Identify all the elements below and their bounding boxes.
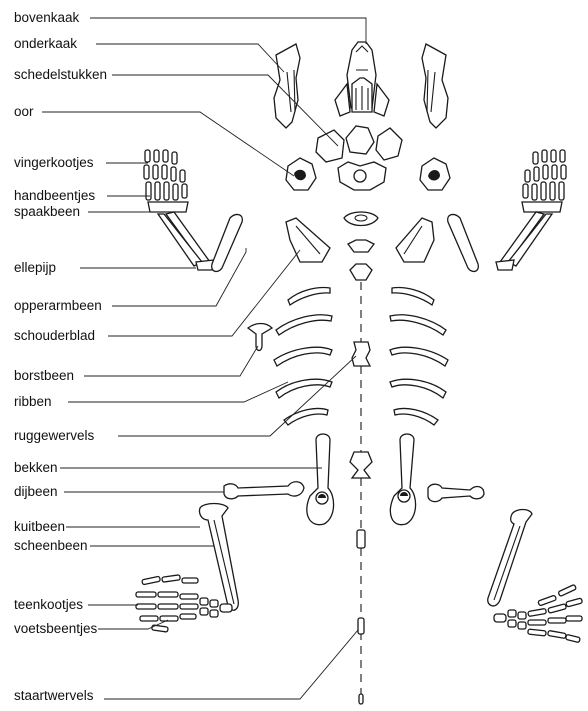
label-kuitbeen: kuitbeen [14,519,65,535]
label-staartwervels: staartwervels [14,688,94,704]
label-schouderblad: schouderblad [14,328,95,344]
lower-jaw-right [422,44,448,128]
label-handbeentjes: handbeentjes [14,188,95,204]
upper-jaw [335,42,389,116]
shin-right [488,510,532,606]
forearm-left [158,212,214,270]
label-scheenbeen: scheenbeen [14,538,88,554]
label-oor: oor [14,104,34,120]
femur-left [224,482,304,499]
label-ellepijp: ellepijp [14,260,56,276]
lower-jaw-left [274,44,300,128]
label-opperarmbeen: opperarmbeen [14,298,102,314]
label-bekken: bekken [14,460,58,476]
forearm-right [496,212,552,270]
label-vingerkootjes: vingerkootjes [14,155,94,171]
label-bovenkaak: bovenkaak [14,10,79,26]
leader-lines [42,18,366,699]
sternum [248,324,272,351]
label-ribben: ribben [14,394,52,410]
upper-arm-right [448,215,479,272]
skull-pieces [316,126,402,190]
label-spaakbeen: spaakbeen [14,204,80,220]
hand-left [144,150,188,212]
label-voetsbeentjes: voetsbeentjes [14,621,97,637]
shin-left [199,504,238,611]
neck-vertebrae [344,212,378,280]
label-schedelstukken: schedelstukken [14,67,107,83]
ribs-right [390,288,448,426]
shoulder-blade-right [396,218,434,262]
hand-right [522,150,566,212]
label-borstbeen: borstbeen [14,368,74,384]
foot-left [136,575,232,632]
pelvis-right [390,434,415,525]
ribs-left [274,288,332,426]
pelvis-left [307,434,334,525]
label-onderkaak: onderkaak [14,36,77,52]
label-ruggewervels: ruggewervels [14,428,94,444]
foot-right [494,584,583,642]
shoulder-blade-left [286,218,330,262]
label-teenkootjes: teenkootjes [14,597,83,613]
label-dijbeen: dijbeen [14,484,58,500]
femur-right [428,484,484,501]
upper-arm-left [212,215,243,272]
